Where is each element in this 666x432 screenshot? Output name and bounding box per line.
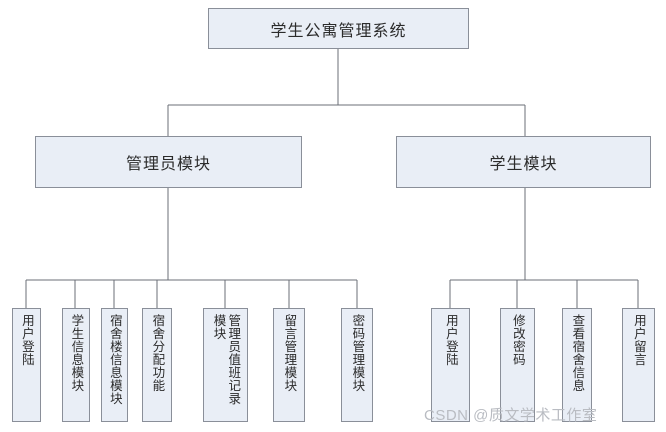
node-leaf-student-user-login[interactable]: 用户登陆 (431, 308, 470, 422)
node-root-label: 学生公寓管理系统 (270, 22, 407, 40)
node-leaf-admin-user-login[interactable]: 用户登陆 (12, 308, 41, 422)
node-root[interactable]: 学生公寓管理系统 (208, 8, 469, 49)
node-module-admin[interactable]: 管理员模块 (35, 136, 302, 188)
node-leaf-admin-user-login-label: 用户登陆 (19, 314, 34, 366)
node-module-student[interactable]: 学生模块 (396, 136, 651, 188)
node-leaf-admin-student-info[interactable]: 学生信息模块 (62, 308, 90, 422)
node-leaf-student-user-login-label: 用户登陆 (443, 314, 458, 366)
node-leaf-admin-password-management-label: 密码管理模块 (350, 314, 365, 392)
node-leaf-admin-dorm-allocation-label: 宿舍分配功能 (150, 314, 165, 392)
node-leaf-admin-password-management[interactable]: 密码管理模块 (341, 308, 373, 422)
node-leaf-admin-duty-record-label: 管理员值班记录模块 (211, 314, 241, 405)
node-leaf-student-view-dorm-info[interactable]: 查看宿舍信息 (562, 308, 592, 422)
node-leaf-admin-student-info-label: 学生信息模块 (69, 314, 84, 392)
node-leaf-student-change-password-label: 修改密码 (510, 314, 525, 366)
node-leaf-admin-dorm-allocation[interactable]: 宿舍分配功能 (142, 308, 172, 422)
node-leaf-student-message[interactable]: 用户留言 (622, 308, 655, 422)
node-leaf-student-change-password[interactable]: 修改密码 (500, 308, 535, 422)
node-module-student-label: 学生模块 (489, 156, 558, 173)
node-leaf-admin-duty-record[interactable]: 管理员值班记录模块 (203, 308, 248, 422)
node-leaf-student-view-dorm-info-label: 查看宿舍信息 (570, 314, 585, 392)
node-leaf-admin-message-management-label: 留言管理模块 (282, 314, 297, 392)
node-leaf-admin-message-management[interactable]: 留言管理模块 (273, 308, 305, 422)
node-leaf-admin-dorm-building-info[interactable]: 宿舍楼信息模块 (101, 308, 128, 422)
node-leaf-admin-dorm-building-info-label: 宿舍楼信息模块 (107, 314, 122, 405)
node-module-admin-label: 管理员模块 (125, 156, 211, 173)
node-leaf-student-message-label: 用户留言 (631, 314, 646, 366)
